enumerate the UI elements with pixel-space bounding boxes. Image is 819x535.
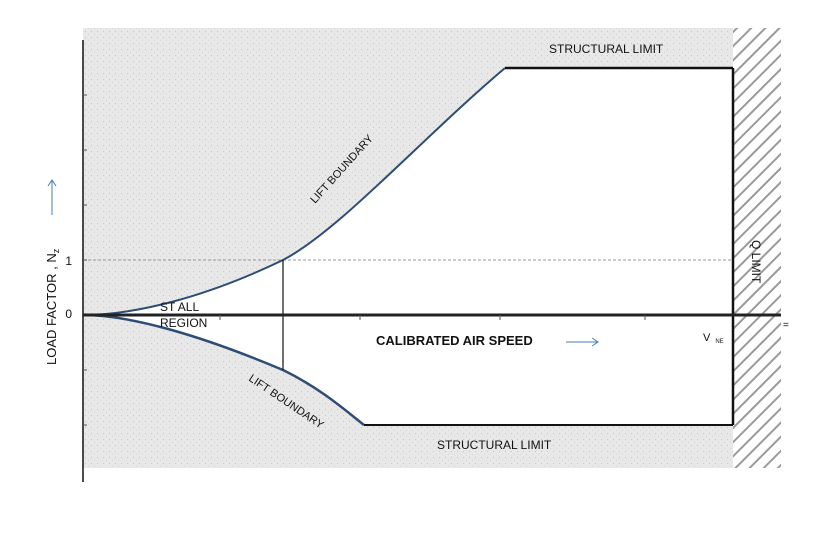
x-axis-minor-ticks [219, 315, 646, 320]
y-axis-label: LOAD FACTOR , Nz [44, 248, 61, 365]
x-axis-end-mark: = [783, 320, 789, 331]
lower-shaded-region [83, 315, 733, 468]
q-limit-hatch [733, 28, 781, 468]
stall-region-label-line1: ST ALL [160, 300, 199, 314]
y-tick-label-1: 1 [65, 254, 72, 268]
q-limit-label: Q LIMIT [749, 240, 763, 284]
flight-envelope [83, 68, 733, 425]
right-arrow-icon [566, 337, 599, 347]
lift-boundary-upper-curve [82, 67, 506, 316]
lift-boundary-lower-curve [82, 313, 365, 426]
x-axis-label: CALIBRATED AIR SPEED [376, 333, 533, 348]
structural-limit-lower-label: STRUCTURAL LIMIT [437, 438, 552, 452]
structural-limit-upper-label: STRUCTURAL LIMIT [549, 42, 664, 56]
upper-shaded-region [83, 28, 733, 315]
stall-region-label-line2: REGION [160, 316, 207, 330]
y-axis-minor-ticks [83, 94, 87, 426]
up-arrow-icon [47, 179, 57, 215]
y-tick-label-0: 0 [65, 307, 72, 321]
